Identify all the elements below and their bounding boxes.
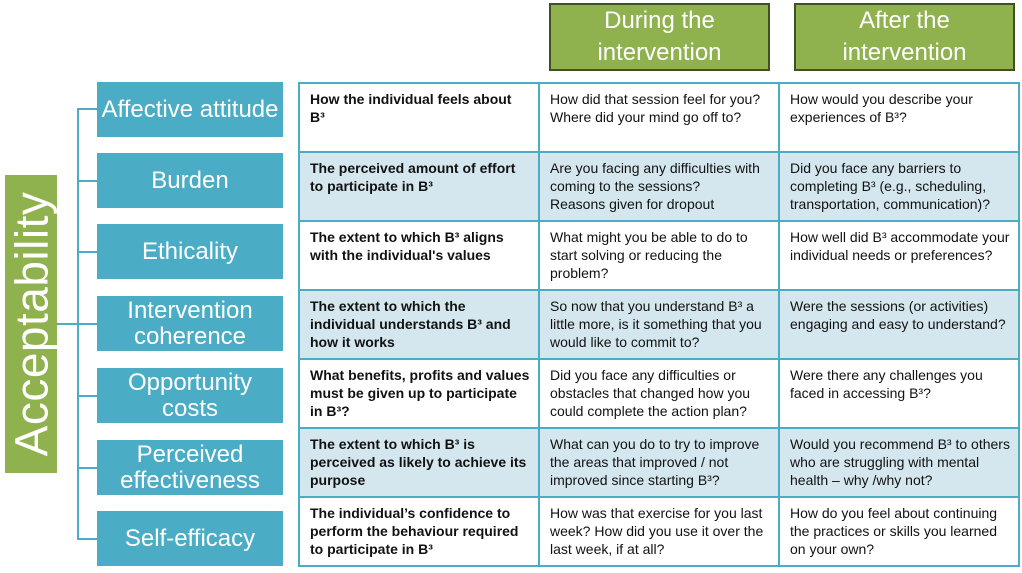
header-after: After the intervention	[794, 3, 1015, 71]
after-question-cell: How would you describe your experiences …	[778, 82, 1020, 153]
construct-affective-attitude: Affective attitude	[97, 82, 283, 137]
branch-intervention-coherence	[77, 323, 97, 325]
header-during: During the intervention	[549, 3, 770, 71]
branch-self-efficacy	[77, 538, 97, 540]
acceptability-box: Acceptability	[5, 175, 57, 473]
definition-cell: The extent to which B³ is perceived as l…	[298, 427, 540, 498]
table-row: The extent to which the individual under…	[298, 289, 1020, 360]
after-question-cell: Were there any challenges you faced in a…	[778, 358, 1020, 429]
branch-opportunity-costs	[77, 395, 97, 397]
during-question-cell: What can you do to try to improve the ar…	[538, 427, 780, 498]
after-question-cell: How well did B³ accommodate your individ…	[778, 220, 1020, 291]
table-row: The extent to which B³ aligns with the i…	[298, 220, 1020, 291]
after-question-cell: Would you recommend B³ to others who are…	[778, 427, 1020, 498]
during-question-cell: What might you be able to do to start so…	[538, 220, 780, 291]
after-question-cell: How do you feel about continuing the pra…	[778, 496, 1020, 567]
branch-perceived-effectiveness	[77, 467, 97, 469]
table-row: The perceived amount of effort to partic…	[298, 151, 1020, 222]
during-question-cell: So now that you understand B³ a little m…	[538, 289, 780, 360]
definition-cell: The extent to which the individual under…	[298, 289, 540, 360]
construct-opportunity-costs: Opportunity costs	[97, 368, 283, 423]
definition-cell: What benefits, profits and values must b…	[298, 358, 540, 429]
branch-affective-attitude	[77, 108, 97, 110]
definition-cell: The individual’s confidence to perform t…	[298, 496, 540, 567]
during-question-cell: How was that exercise for you last week?…	[538, 496, 780, 567]
table-row: What benefits, profits and values must b…	[298, 358, 1020, 429]
after-question-cell: Were the sessions (or activities) engagi…	[778, 289, 1020, 360]
root-connector	[57, 323, 78, 325]
construct-intervention-coherence: Intervention coherence	[97, 296, 283, 351]
during-question-cell: How did that session feel for you? Where…	[538, 82, 780, 153]
table-row: The individual’s confidence to perform t…	[298, 496, 1020, 567]
table-row: The extent to which B³ is perceived as l…	[298, 427, 1020, 498]
branch-burden	[77, 180, 97, 182]
definition-cell: How the individual feels about B³	[298, 82, 540, 153]
branch-ethicality	[77, 251, 97, 253]
during-question-cell: Are you facing any difficulties with com…	[538, 151, 780, 222]
acceptability-label: Acceptability	[5, 191, 58, 457]
construct-perceived-effectiveness: Perceived effectiveness	[97, 440, 283, 495]
during-question-cell: Did you face any difficulties or obstacl…	[538, 358, 780, 429]
question-table: How the individual feels about B³ How di…	[298, 82, 1020, 567]
definition-cell: The perceived amount of effort to partic…	[298, 151, 540, 222]
construct-self-efficacy: Self-efficacy	[97, 511, 283, 566]
definition-cell: The extent to which B³ aligns with the i…	[298, 220, 540, 291]
after-question-cell: Did you face any barriers to completing …	[778, 151, 1020, 222]
construct-burden: Burden	[97, 153, 283, 208]
construct-ethicality: Ethicality	[97, 224, 283, 279]
table-row: How the individual feels about B³ How di…	[298, 82, 1020, 153]
